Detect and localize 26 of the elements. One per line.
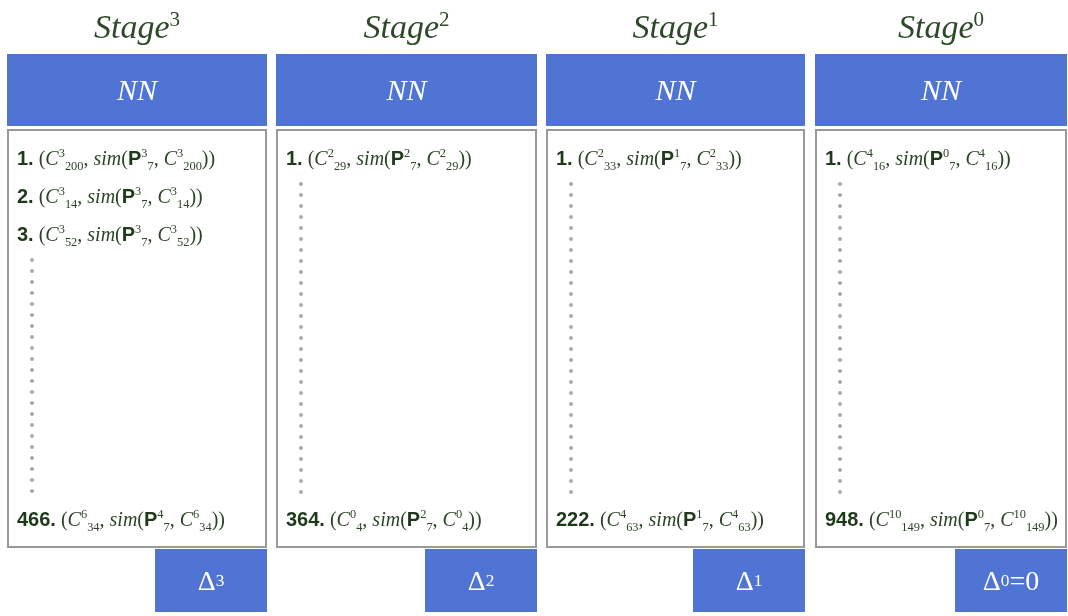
stage-heading: Stage$^{3}$ (92, 5, 182, 47)
list-entry: 1. (C$^{2}$$_{29}$, sim(P$^{2}$$_{7}$, C$^{2}$$_{29}$)) (286, 145, 473, 175)
list-entry: 222. (C$^{4}$$_{63}$, sim(P$^{1}$$_{7}$, C$^{4}$$_{63}$)) (556, 506, 766, 536)
stage-heading: Stage$^{0}$ (896, 5, 986, 47)
delta-box: Δ$^{0}$=0 (955, 549, 1067, 612)
list-entry: 1. (C$^{3}$$_{200}$, sim(P$^{3}$$_{7}$, C$^{3}$$_{200}$)) (17, 145, 217, 175)
list-entry: 1. (C$^{4}$$_{16}$, sim(P$^{0}$$_{7}$, C$^{4}$$_{16}$)) (825, 145, 1012, 175)
delta-box: Δ$^{2}$ (425, 549, 537, 612)
ranked-list-panel (546, 129, 805, 548)
network-box: NN (815, 54, 1067, 126)
list-entry: 3. (C$^{3}$$_{52}$, sim(P$^{3}$$_{7}$, C$^{3}$$_{52}$)) (17, 221, 204, 251)
network-box: NN (7, 54, 267, 126)
list-entry: 466. (C$^{6}$$_{34}$, sim(P$^{4}$$_{7}$, C$^{6}$$_{34}$)) (17, 506, 227, 536)
ranked-list-panel (815, 129, 1067, 548)
list-entry: 948. (C$^{10}$$_{149}$, sim(P$^{0}$$_{7}$, C$^{10}$$_{149}$)) (825, 506, 1057, 536)
ranked-list-panel (7, 129, 267, 548)
stage-heading: Stage$^{1}$ (631, 5, 720, 47)
delta-box: Δ$^{3}$ (155, 549, 267, 612)
network-box: NN (546, 54, 805, 126)
stage-heading: Stage$^{2}$ (362, 5, 451, 47)
ranked-list-panel (276, 129, 537, 548)
list-entry: 364. (C$^{0}$$_{4}$, sim(P$^{2}$$_{7}$, C$^{0}$$_{4}$)) (286, 506, 483, 536)
list-entry: 1. (C$^{2}$$_{33}$, sim(P$^{1}$$_{7}$, C$^{2}$$_{33}$)) (556, 145, 743, 175)
network-box: NN (276, 54, 537, 126)
list-entry: 2. (C$^{3}$$_{14}$, sim(P$^{3}$$_{7}$, C$^{3}$$_{14}$)) (17, 183, 204, 213)
delta-box: Δ$^{1}$ (693, 549, 805, 612)
